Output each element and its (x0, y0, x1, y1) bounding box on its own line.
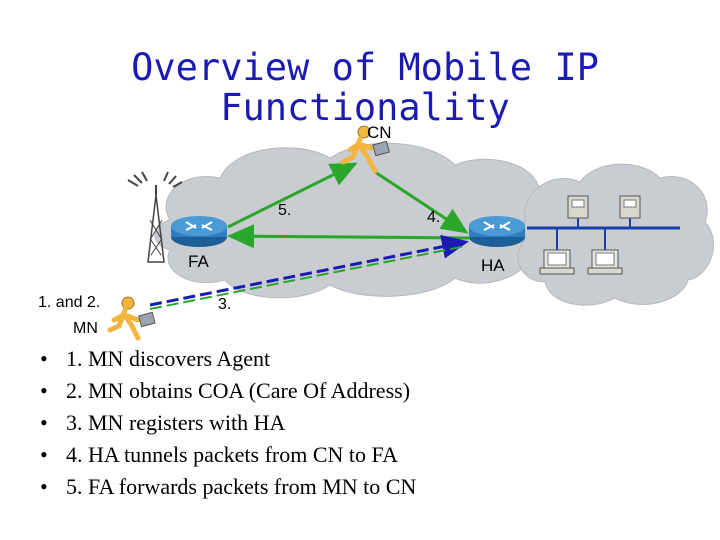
step-text: 3. MN registers with HA (66, 410, 286, 435)
server-icon (567, 195, 589, 219)
title-line-2: Functionality (220, 86, 510, 129)
cn-person-icon (340, 125, 390, 174)
bullet-marker: • (40, 442, 48, 467)
ha-label: HA (481, 256, 505, 275)
slide-title: Overview of Mobile IP Functionality (130, 48, 600, 128)
workstation-icon (539, 249, 575, 275)
mn-steps-label: 1. and 2. (38, 294, 101, 311)
server-icon (619, 195, 641, 219)
step-text: 2. MN obtains COA (Care Of Address) (66, 378, 411, 403)
step-text: 5. FA forwards packets from MN to CN (66, 474, 417, 499)
ha-router-icon (469, 216, 525, 247)
workstation-icon (587, 249, 623, 275)
bullet-marker: • (40, 346, 48, 371)
step-4-label: 4. (427, 209, 441, 226)
mn-label: MN (73, 320, 98, 337)
cn-label: CN (367, 123, 392, 142)
step-3-label: 3. (218, 296, 232, 313)
bullet-marker: • (40, 410, 48, 435)
list-item: • 1. MN discovers Agent (40, 343, 416, 375)
fa-router-icon (171, 216, 227, 247)
tunnel-mn-to-ha-shadow (149, 245, 467, 310)
step-text: 4. HA tunnels packets from CN to FA (66, 442, 399, 467)
arrow-cn-to-fa-segment (374, 170, 469, 234)
title-line-1: Overview of Mobile IP (131, 46, 599, 89)
mn-person-icon (107, 296, 156, 341)
bullet-marker: • (40, 474, 48, 499)
arrow-ha-to-fa (227, 224, 471, 249)
fa-label: FA (188, 252, 209, 271)
list-item: • 4. HA tunnels packets from CN to FA (40, 439, 416, 471)
step-text: 1. MN discovers Agent (66, 346, 271, 371)
steps-list: • 1. MN discovers Agent • 2. MN obtains CO… (40, 343, 416, 503)
list-item: • 5. FA forwards packets from MN to CN (40, 471, 416, 503)
list-item: • 2. MN obtains COA (Care Of Address) (40, 375, 416, 407)
list-item: • 3. MN registers with HA (40, 407, 416, 439)
antenna-tower-icon (127, 171, 183, 263)
step-5-label: 5. (278, 202, 292, 219)
arrow-fa-to-cn (227, 162, 358, 229)
home-network-cloud (517, 163, 714, 306)
tunnel-mn-to-ha (149, 234, 469, 307)
bullet-marker: • (40, 378, 48, 403)
